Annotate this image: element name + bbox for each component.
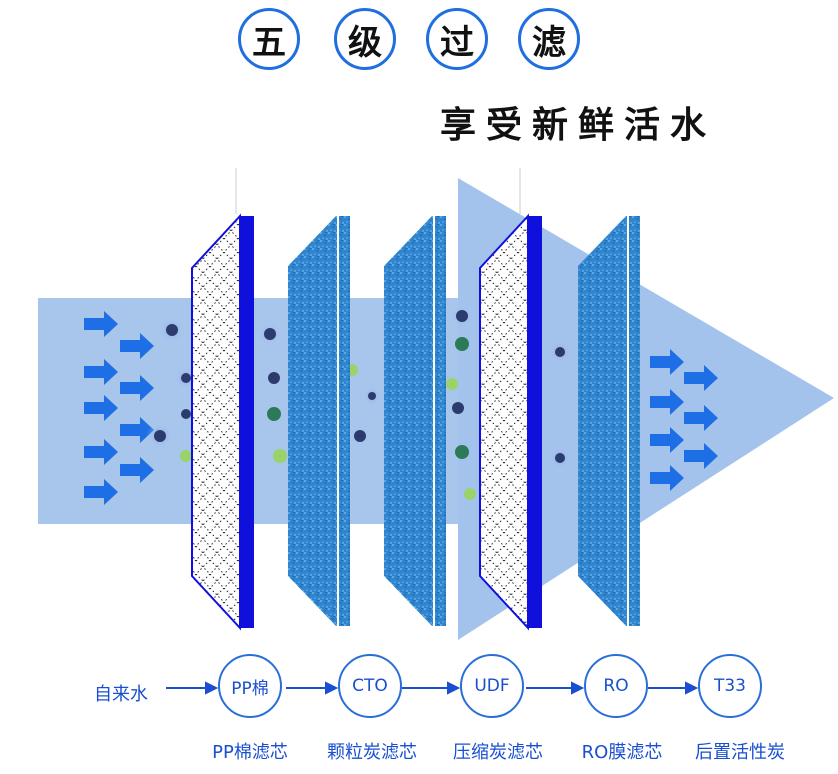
stage-t33-circle: T33 — [698, 654, 762, 718]
title-char-1: 五 — [238, 8, 300, 70]
filter-cto-carbon — [288, 216, 350, 626]
subtitle: 享受新鲜活水 — [440, 104, 717, 146]
stage-cto-circle: CTO — [338, 654, 402, 718]
contaminant-particles — [146, 304, 572, 500]
filter-pp-cotton — [191, 213, 254, 631]
stage-udf-circle: UDF — [460, 654, 524, 718]
title-row: 五 级 过 滤 — [238, 8, 588, 74]
stage-pp-circle: PP棉 — [218, 654, 282, 718]
input-arrows — [84, 311, 154, 505]
filter-udf-carbon — [384, 216, 446, 626]
title-char-2: 级 — [334, 8, 396, 70]
flow-row: 自来水 PP棉 CTO UDF RO T33 — [0, 654, 838, 724]
filter-t33-carbon — [578, 216, 640, 626]
stage-pp-label: PP棉滤芯 — [212, 742, 288, 763]
output-arrows — [650, 349, 718, 491]
stage-udf-label: 压缩炭滤芯 — [453, 742, 543, 763]
stage-t33-label: 后置活性炭 — [695, 742, 785, 763]
title-char-4: 滤 — [518, 8, 580, 70]
flow-source-label: 自来水 — [94, 684, 148, 705]
filter-ro-membrane — [479, 213, 542, 631]
stage-ro-circle: RO — [584, 654, 648, 718]
output-arrow-shape — [458, 178, 834, 640]
stage-cto-label: 颗粒炭滤芯 — [327, 742, 417, 763]
flow-connectors — [166, 681, 699, 695]
stage-ro-label: RO膜滤芯 — [581, 742, 663, 763]
title-char-3: 过 — [426, 8, 488, 70]
